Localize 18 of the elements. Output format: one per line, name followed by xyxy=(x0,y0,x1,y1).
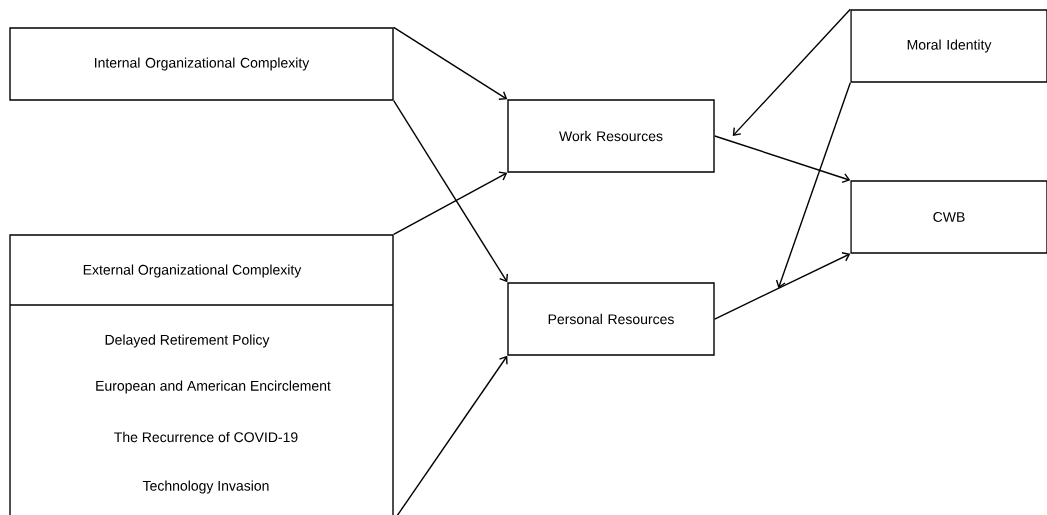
factor-box: Work Resources xyxy=(507,99,715,173)
arrow xyxy=(775,82,851,289)
heading-text: External Organizational Complexity xyxy=(83,264,302,278)
list-item: Technology Invasion xyxy=(142,480,269,494)
factor-box xyxy=(9,234,394,515)
list-item: The Recurrence of COVID-19 xyxy=(114,431,298,443)
arrow xyxy=(714,252,851,320)
list-item: European and American Encirclement xyxy=(96,380,331,394)
factor-box: Personal Resources xyxy=(507,282,715,356)
arrow xyxy=(393,100,508,283)
list-item: Delayed Retirement Policy xyxy=(105,334,270,348)
arrow xyxy=(732,8,851,136)
factor-box: Moral Identity xyxy=(850,9,1047,83)
factor-box: Internal Organizational Complexity xyxy=(9,27,394,101)
factor-box: CWB xyxy=(850,180,1047,254)
arrow xyxy=(393,26,508,100)
arrow xyxy=(714,135,851,184)
arrow xyxy=(393,171,508,235)
